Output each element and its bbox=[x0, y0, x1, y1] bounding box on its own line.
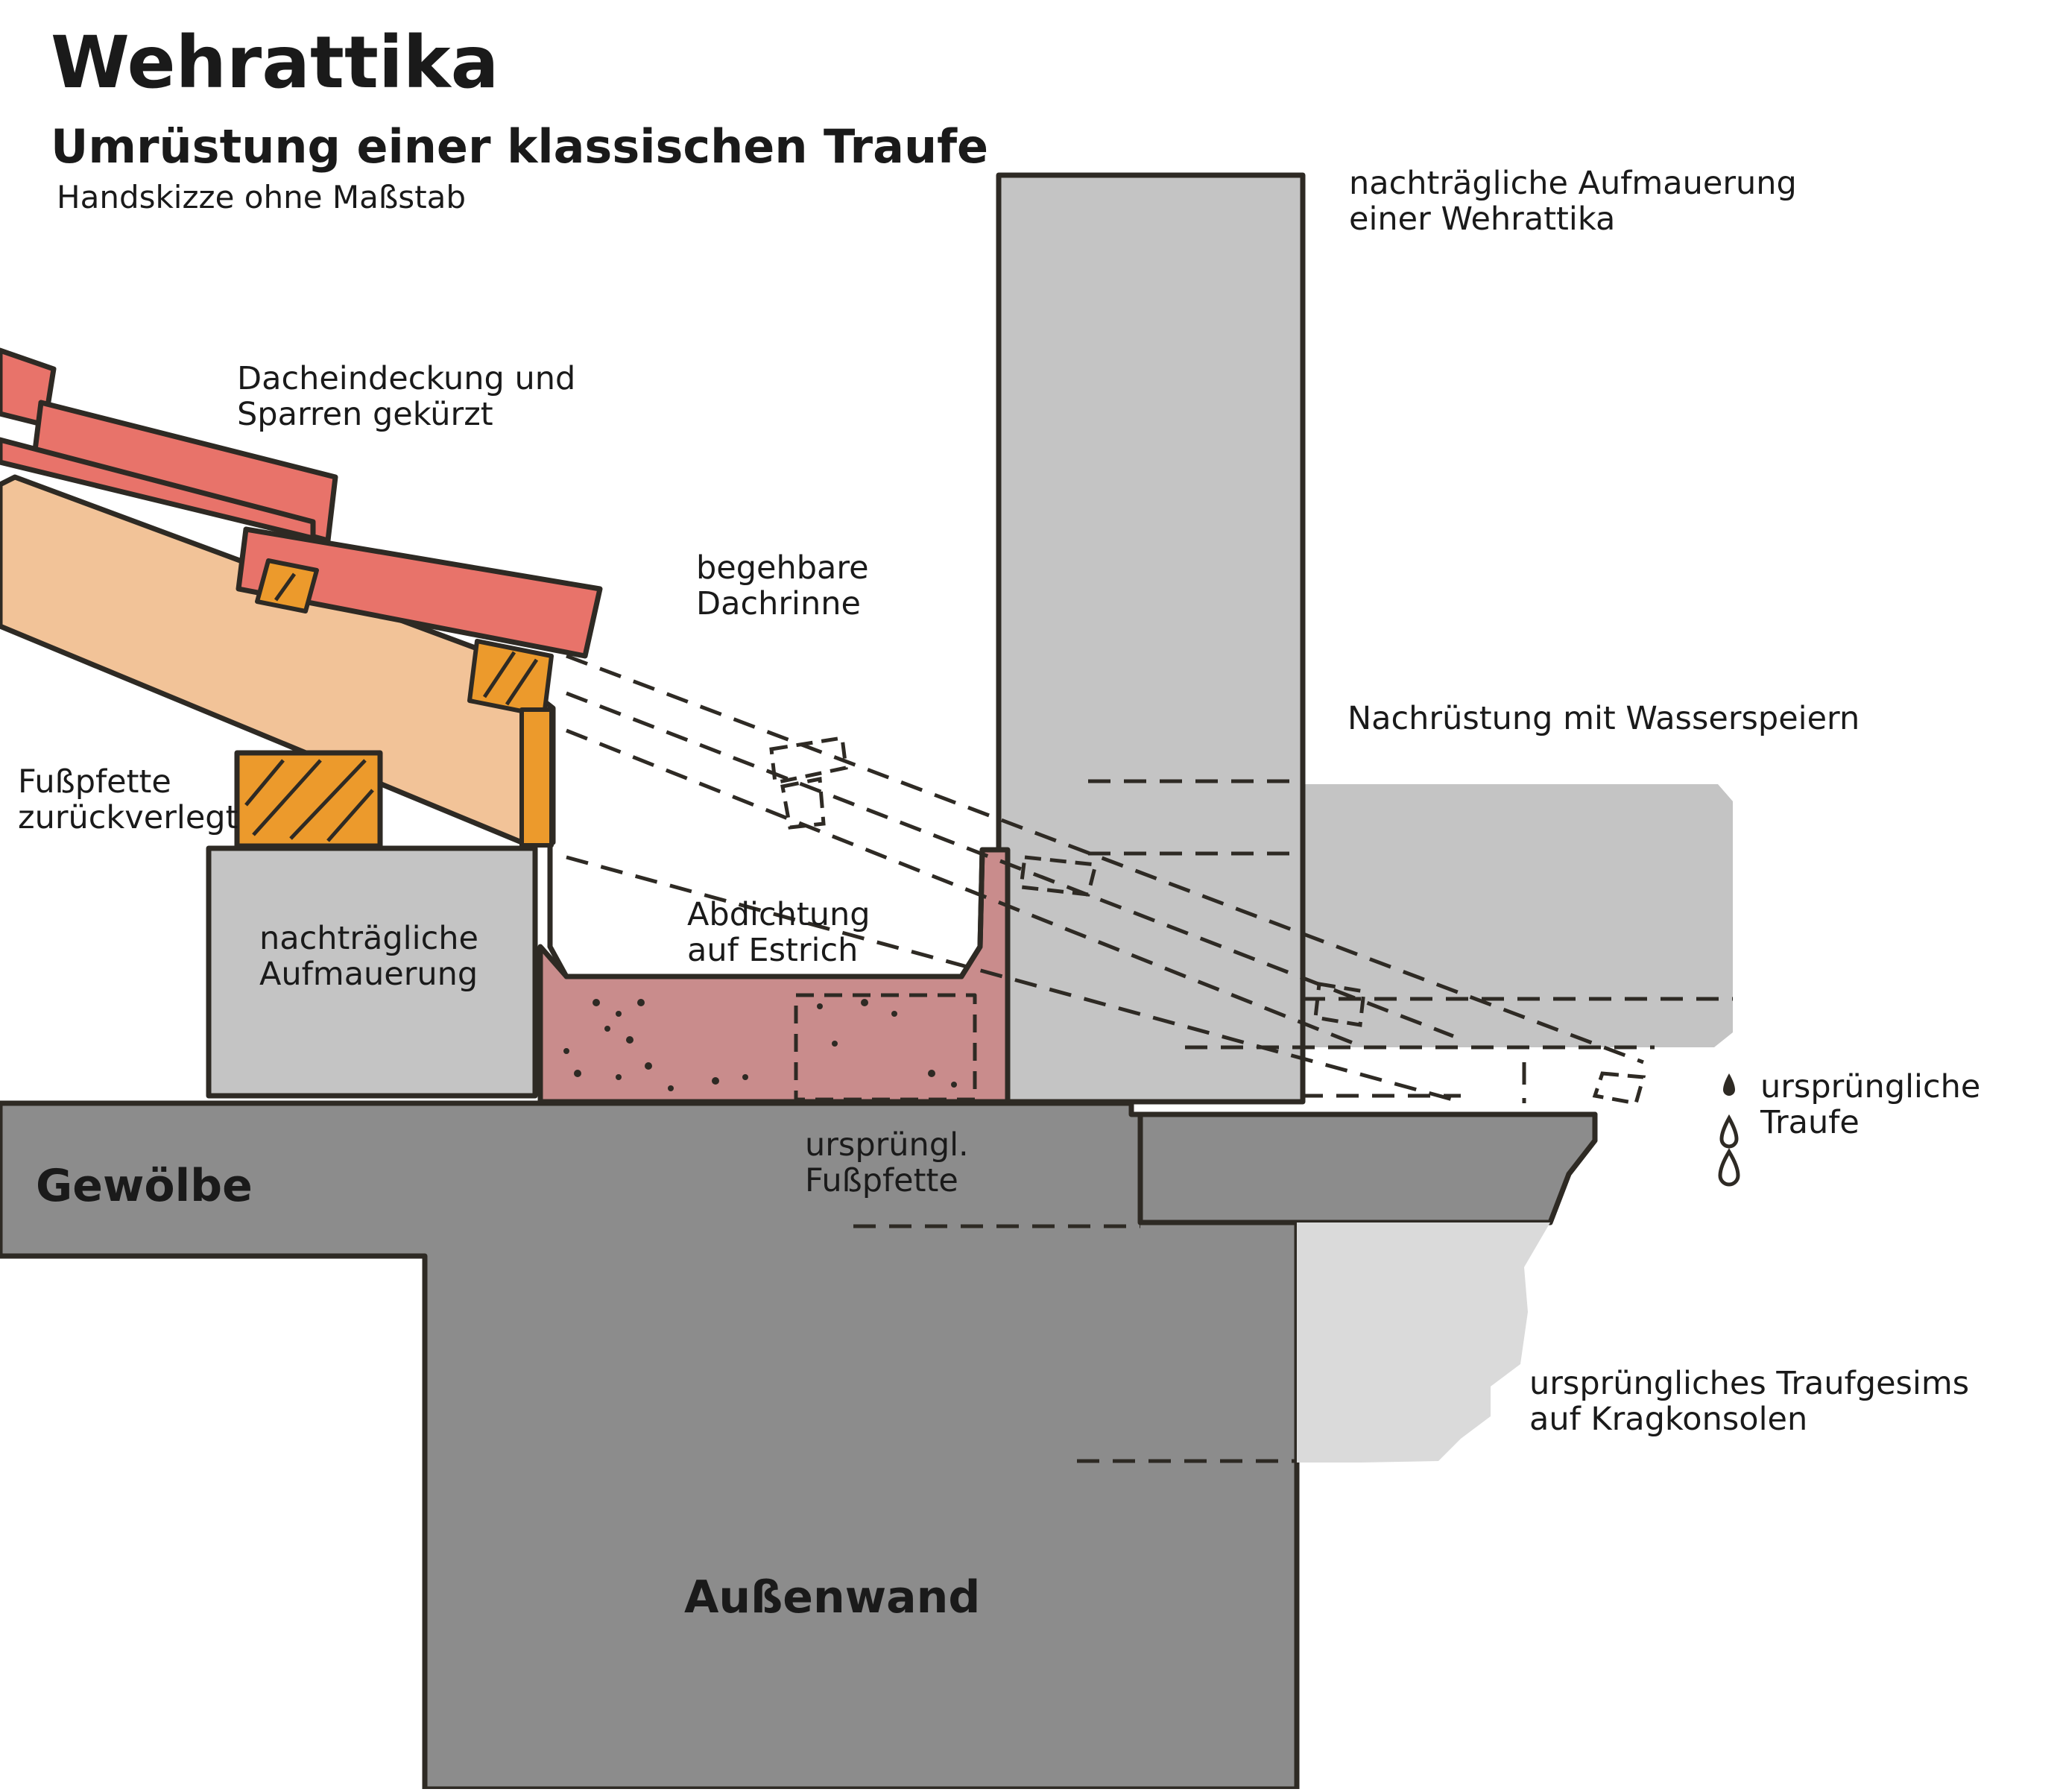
original-cornice bbox=[1137, 1111, 1598, 1225]
dashed-guide-lines bbox=[566, 654, 1733, 1463]
page-title: Wehrattika bbox=[51, 21, 499, 104]
label-gargoyles: Nachrüstung mit Wasserspeiern bbox=[1347, 700, 1860, 737]
gargoyle-block bbox=[1303, 784, 1733, 1047]
drop-1 bbox=[1723, 1073, 1735, 1096]
original-foot-purlin bbox=[794, 993, 977, 1102]
label-vault: Gewölbe bbox=[36, 1160, 253, 1212]
gutter-edge-batten bbox=[519, 707, 554, 848]
sketch-note: Handskizze ohne Maßstab bbox=[57, 179, 467, 215]
gargoyle-outlines bbox=[769, 736, 1646, 1105]
defense-parapet bbox=[996, 172, 1306, 1105]
batten-2 bbox=[467, 639, 554, 718]
page-subtitle: Umrüstung einer klassischen Traufe bbox=[51, 119, 989, 174]
drop-3 bbox=[1718, 1148, 1740, 1187]
label-foot-purlin: Fußpfette zurückverlegt bbox=[18, 763, 238, 836]
gutter-trough bbox=[547, 846, 1008, 979]
eaves-console bbox=[1297, 1222, 1550, 1463]
drop-2 bbox=[1719, 1114, 1739, 1149]
label-sealing: Abdichtung auf Estrich bbox=[687, 896, 870, 969]
label-original-cornice: ursprüngliches Traufgesims auf Kragkonso… bbox=[1529, 1365, 1970, 1438]
label-original-eaves: ursprüngliche Traufe bbox=[1760, 1068, 1981, 1141]
label-outer-wall: Außenwand bbox=[684, 1571, 981, 1624]
label-parapet: nachträgliche Aufmauerung einer Wehratti… bbox=[1349, 165, 1797, 238]
water-drops bbox=[1718, 1073, 1740, 1187]
label-later-masonry: nachträgliche Aufmauerung bbox=[259, 920, 478, 993]
label-gutter: begehbare Dachrinne bbox=[696, 549, 869, 622]
later-masonry-block bbox=[206, 845, 538, 1099]
label-roof: Dacheindeckung und Sparren gekürzt bbox=[237, 360, 576, 433]
label-original-foot-purlin: ursprüngl. Fußpfette bbox=[805, 1126, 969, 1199]
screed-texture bbox=[563, 999, 957, 1091]
roof-tile-4 bbox=[236, 526, 603, 659]
